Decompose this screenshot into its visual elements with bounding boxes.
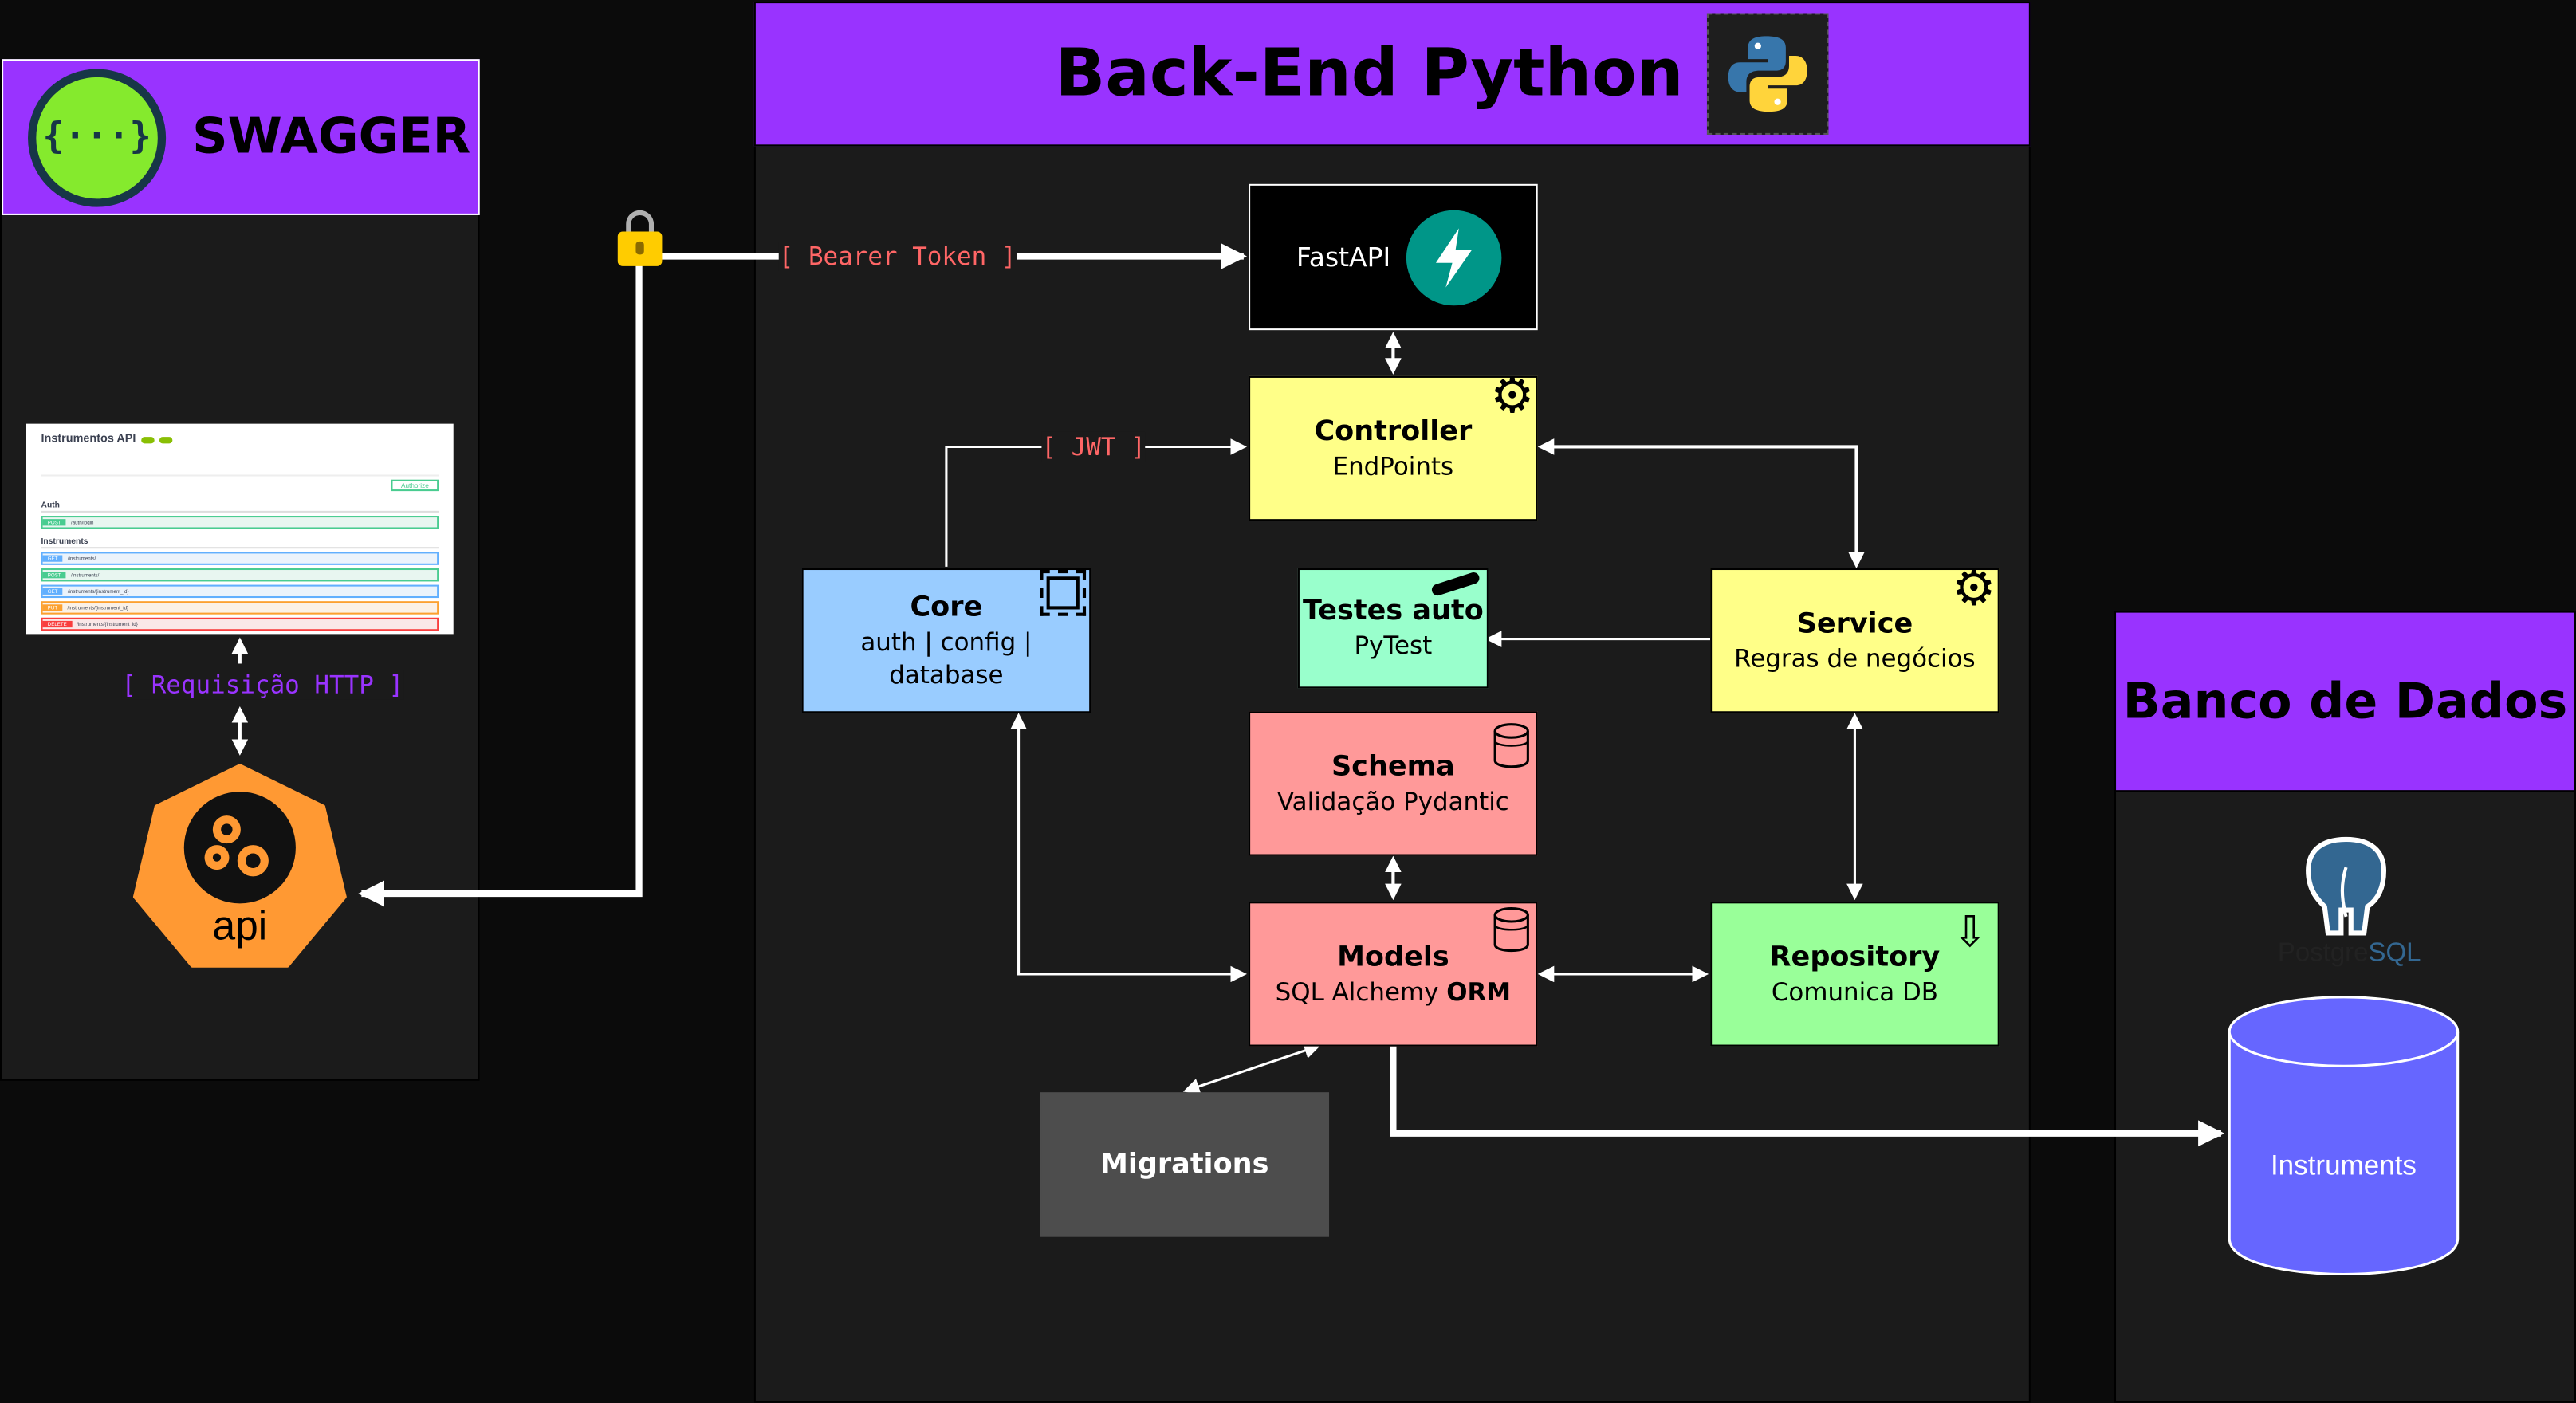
swagger-title: SWAGGER	[192, 108, 471, 167]
preview-title: Instrumentos API	[41, 433, 136, 446]
row-path: /instruments/{instrument_id}	[77, 620, 138, 628]
preview-section-auth: Auth	[41, 501, 439, 513]
fastapi-box: FastAPI	[1249, 183, 1538, 331]
service-subtitle: Regras de negócios	[1734, 643, 1976, 673]
version-badge	[140, 436, 155, 443]
row-path: /instruments/	[67, 555, 96, 562]
method-badge: DELETE	[42, 620, 72, 628]
backend-header: Back-End Python	[753, 2, 2031, 147]
models-subtitle: SQL Alchemy ORM	[1276, 975, 1511, 1008]
controller-box: Controller EndPoints ⚙	[1249, 367, 1538, 521]
method-badge: GET	[42, 555, 63, 562]
controller-subtitle: EndPoints	[1332, 450, 1454, 481]
repository-box: Repository Comunica DB ⇩	[1710, 902, 2000, 1047]
requisicao-label: [ Requisição HTTP ]	[121, 670, 404, 700]
service-title: Service	[1796, 607, 1913, 640]
swagger-logo-icon: {···}	[28, 68, 167, 206]
preview-row[interactable]: DELETE /instruments/{instrument_id}	[41, 617, 439, 631]
preview-authorize-button[interactable]: Authorize	[391, 479, 439, 492]
oas-badge	[159, 436, 172, 443]
chip-icon	[1040, 570, 1087, 616]
core-subtitle: auth | config | database	[860, 627, 1032, 690]
postgresql-logo: PostgreSQL	[2267, 835, 2432, 976]
row-path: /instruments/{instrument_id}	[67, 588, 129, 595]
testes-box: Testes auto PyTest	[1297, 568, 1489, 689]
backend-title: Back-End Python	[1055, 36, 1684, 112]
schema-title: Schema	[1331, 749, 1455, 783]
core-title: Core	[910, 590, 983, 623]
elephant-icon	[2306, 836, 2387, 936]
method-badge: GET	[42, 588, 63, 595]
arrow-core-models	[1010, 713, 1247, 983]
gear-icon: ⚙	[1952, 560, 1996, 618]
fastapi-logo-icon	[1406, 209, 1503, 305]
gear-icon: ⚙	[1490, 367, 1535, 426]
preview-row[interactable]: PUT /instruments/{instrument_id}	[41, 601, 439, 615]
database-header: Banco de Dados	[2114, 611, 2576, 792]
arrow-models-migrations	[1182, 1043, 1321, 1094]
models-box: Models SQL Alchemy ORM	[1249, 902, 1538, 1047]
python-logo-icon	[1706, 13, 1828, 135]
preview-row[interactable]: GET /instruments/{instrument_id}	[41, 584, 439, 599]
testes-title: Testes auto	[1302, 594, 1484, 628]
arrow-controller-service	[1537, 438, 1865, 568]
preview-sep	[41, 474, 439, 477]
arrow-down-icon: ⇩	[1952, 908, 1988, 958]
preview-row[interactable]: POST /instruments/	[41, 568, 439, 582]
cylinder-icon	[2228, 996, 2460, 1275]
preview-section-instruments: Instruments	[41, 537, 439, 549]
api-node[interactable]: api	[132, 762, 348, 971]
jwt-label: [ JWT ]	[1041, 431, 1146, 462]
method-badge: POST	[42, 519, 66, 526]
api-label: api	[212, 903, 268, 950]
migrations-box: Migrations	[1040, 1092, 1330, 1237]
schema-box: Schema Validação Pydantic	[1249, 711, 1538, 856]
database-icon	[1493, 723, 1529, 768]
postgres-text-b: SQL	[2368, 939, 2421, 968]
instruments-cylinder: Instruments	[2228, 996, 2460, 1275]
schema-subtitle: Validação Pydantic	[1276, 785, 1509, 816]
core-box: Core auth | config | database	[801, 568, 1091, 713]
repository-title: Repository	[1769, 940, 1941, 973]
preview-row[interactable]: GET /instruments/	[41, 552, 439, 565]
api-heptagon-icon	[132, 764, 347, 968]
database-title: Banco de Dados	[2122, 672, 2568, 730]
migrations-title: Migrations	[1099, 1147, 1269, 1181]
row-path: /auth/login	[70, 519, 94, 526]
arrow-models-database	[1390, 1046, 2225, 1147]
models-subtitle-prefix: SQL Alchemy	[1275, 977, 1447, 1007]
controller-title: Controller	[1314, 415, 1473, 448]
database-icon	[1493, 906, 1529, 953]
method-badge: POST	[42, 572, 66, 579]
test-tube-icon	[1430, 571, 1481, 597]
postgres-text-a: Postgre	[2277, 939, 2369, 968]
swagger-header: {···} SWAGGER	[2, 59, 480, 215]
models-title: Models	[1337, 940, 1449, 973]
python-icon	[1728, 36, 1807, 112]
models-subtitle-bold: ORM	[1446, 977, 1512, 1007]
row-path: /instruments/{instrument_id}	[67, 604, 129, 611]
bearer-token-label: [ Bearer Token ]	[778, 241, 1017, 271]
lock-icon	[617, 210, 663, 269]
swagger-logo-text: {···}	[42, 116, 151, 158]
swagger-preview: Instrumentos API Authorize Auth POST /au…	[26, 423, 454, 635]
repository-subtitle: Comunica DB	[1771, 977, 1938, 1007]
arrow-core-controller	[945, 438, 1247, 567]
method-badge: PUT	[42, 604, 63, 611]
row-path: /instruments/	[70, 572, 100, 579]
service-box: Service Regras de negócios ⚙	[1710, 560, 2000, 713]
arrow-bearer-to-api	[358, 259, 643, 907]
fastapi-label: FastAPI	[1296, 241, 1391, 273]
preview-row[interactable]: POST /auth/login	[41, 516, 439, 529]
instruments-label: Instruments	[2270, 1150, 2417, 1181]
testes-subtitle: PyTest	[1354, 631, 1433, 661]
